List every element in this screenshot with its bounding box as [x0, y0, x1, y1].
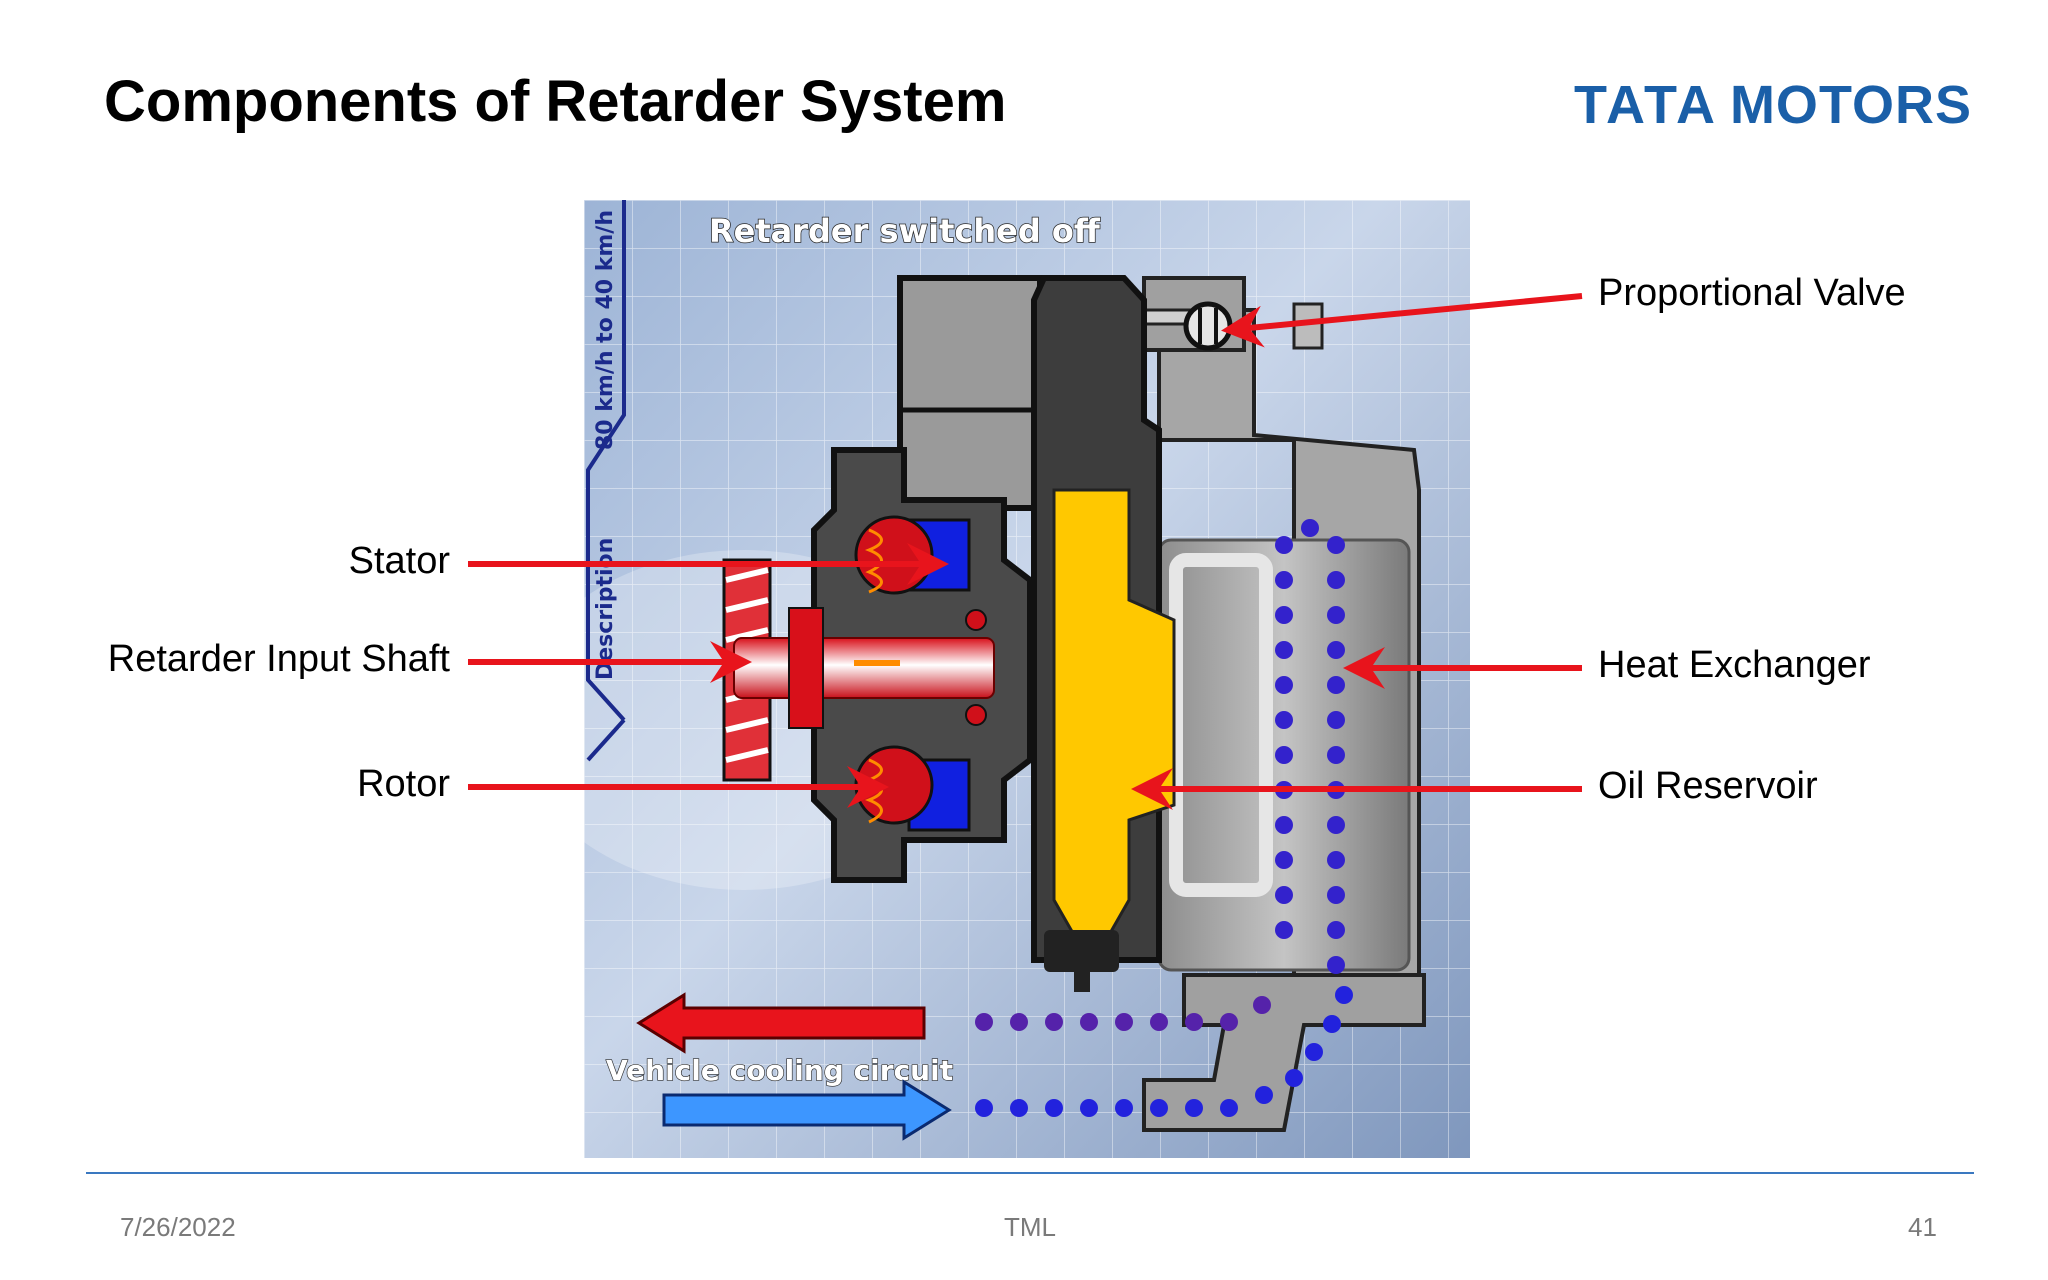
hot-coolant-arrow: [636, 992, 926, 1054]
cooling-circuit-label: Vehicle cooling circuit: [606, 1054, 953, 1087]
page-title: Components of Retarder System: [104, 69, 1007, 134]
input-shaft: [733, 607, 995, 729]
rotor-upper: [854, 515, 934, 595]
label-heat-exchanger: Heat Exchanger: [1598, 644, 1871, 686]
upper-housing: [897, 275, 1043, 511]
label-proportional-valve: Proportional Valve: [1598, 272, 1906, 314]
retarder-diagram: 80 km/h to 40 km/h Description Retarder …: [584, 200, 1470, 1158]
speed-range-text: 80 km/h to 40 km/h: [593, 210, 618, 450]
footer-center-text: TML: [1004, 1212, 1056, 1242]
slide-number: 41: [1908, 1212, 1937, 1242]
label-oil-reservoir: Oil Reservoir: [1598, 765, 1818, 807]
oil-reservoir: [1052, 488, 1176, 937]
logo-motors: MOTORS: [1729, 75, 1972, 135]
footer-date: 7/26/2022: [120, 1212, 236, 1242]
footer-divider: [86, 1172, 1974, 1174]
description-text: Description: [593, 538, 618, 680]
retarder-status-banner: Retarder switched off: [709, 212, 1101, 250]
rotor-lower: [854, 745, 934, 825]
coolant-flow-dots: [975, 519, 1353, 1117]
cold-coolant-arrow: [662, 1079, 952, 1141]
logo-tata: TATA: [1574, 75, 1718, 135]
label-rotor: Rotor: [357, 763, 450, 805]
label-stator: Stator: [348, 540, 450, 582]
label-input-shaft: Retarder Input Shaft: [107, 638, 450, 680]
